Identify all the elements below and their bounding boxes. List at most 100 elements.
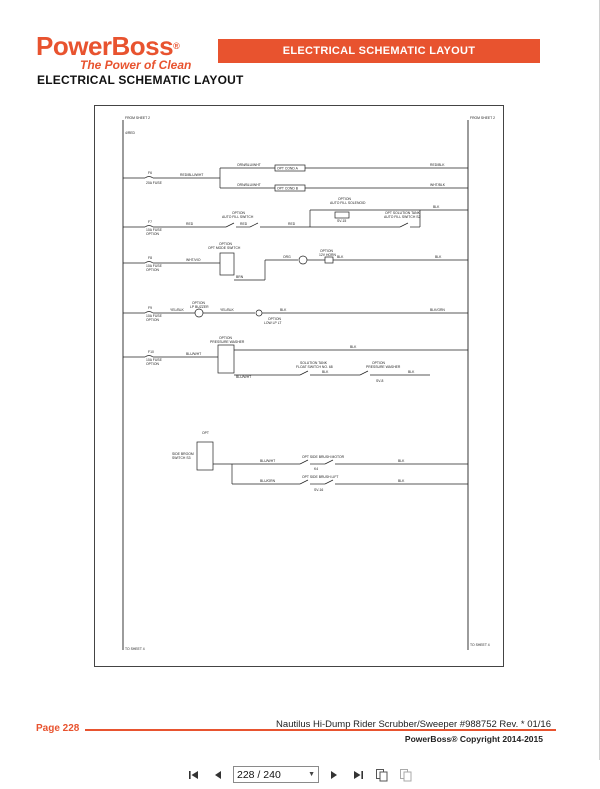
from-sheet-right: FROM SHEET 2 [470,116,495,120]
page-number-select[interactable]: 228 / 240 ▼ [233,766,319,783]
low-lp-label: LOW LP LT [264,321,281,325]
f7-label: F7 [148,220,152,224]
wire-top-label: 4/RED [125,131,136,135]
f9-label: F9 [148,306,152,310]
wire-blu-wht-3: BLU/WHT [260,459,275,463]
f10-label: F10 [148,350,154,354]
opt-side-motor-label: OPT SIDE BRUSH MOTOR [302,455,345,459]
wire-red-3: RED [288,222,296,226]
circuit-f6 [123,164,468,192]
opt-auto-label: OPTION [338,197,352,201]
sv16-label: SV-16 [314,488,323,492]
wire-blk-5: BLK [350,345,357,349]
circuit-f7 [123,209,468,228]
auto-fill-switch-label: AUTO FILL SWITCH [222,215,254,219]
f9-fuse-label: 10A FUSE [146,314,163,318]
document-page: PowerBoss® The Power of Clean ELECTRICAL… [36,0,600,760]
f8-option-label: OPTION [146,268,160,272]
single-page-icon[interactable] [373,766,391,784]
float-switch-label: FLOAT SWITCH NO. 68 [296,365,333,369]
wire-brn: BRN [236,275,244,279]
two-page-icon[interactable] [397,766,415,784]
side-broom-switch-label: SWITCH S3 [172,456,191,460]
wire-yel-blk-2: YEL/BLK [220,308,234,312]
logo-tagline: The Power of Clean [80,58,192,72]
float-tank-label: SOLUTION TANK [300,361,328,365]
wire-blk-7: BLK [408,370,415,374]
schematic-frame [94,105,504,667]
pressure-washer2-label: PRESSURE WASHER [366,365,401,369]
wire-blk-2: BLK [337,255,344,259]
f9-option-label: OPTION [146,318,160,322]
next-page-icon[interactable] [325,766,343,784]
chevron-down-icon: ▼ [308,771,315,778]
page-title: ELECTRICAL SCHEMATIC LAYOUT [37,73,244,87]
wire-blk-8: BLK [398,459,405,463]
wire-yel-blk-1: YEL/BLK [170,308,184,312]
circuit-f9 [123,308,468,318]
opt-mode-switch-label: OPT MODE SWITCH [208,246,241,250]
pdf-navigation-toolbar: 228 / 240 ▼ [0,760,600,789]
prev-page-icon[interactable] [209,766,227,784]
from-sheet-left: FROM SHEET 2 [125,116,150,120]
wire-red-2: RED [240,222,248,226]
electrical-schematic: FROM SHEET 2 FROM SHEET 2 4/RED TO SHEET… [122,116,495,651]
wire-blu-wht-1: BLU/WHT [186,352,201,356]
first-page-icon[interactable] [185,766,203,784]
wire-blk-6: BLK [322,370,329,374]
wire-blu-grn: BLU/GRN [260,479,276,483]
horn-label: 12V HORN [319,253,337,257]
opt-side-lift-label: OPT SIDE BRUSH LIFT [302,475,339,479]
circuit-side-broom [196,441,468,485]
wire-blk-1: BLK [433,205,440,209]
sv15-label: SV-15 [337,219,346,223]
wire-orn-blu-wht-2: ORN/BLU/WHT [237,183,261,187]
circuit-f8 [123,252,468,281]
wire-blu-wht-2: BLU/WHT [236,375,251,379]
opt-pw2-label: OPTION [372,361,386,365]
auto-fill-solenoid-label: AUTO FILL SOLENOID [330,201,366,205]
footer-rule [85,729,556,731]
opt-pressure-label: OPTION [219,336,233,340]
wire-org: ORG [283,255,291,259]
auto-fill-sw2-label: AUTO FILL SWITCH S2 [384,215,420,219]
wire-blk-grn: BLK/GRN [430,308,445,312]
wire-wht-blk: WHT/BLK [430,183,446,187]
k4-label: K4 [314,467,318,471]
f10-fuse-label: 10A FUSE [146,358,163,362]
wire-red-1: RED [186,222,194,226]
opt-lowlp-label: OPTION [268,317,282,321]
opt-cond-b: OPT COND B [277,187,299,191]
f6-fuse-label: 20A FUSE [146,181,163,185]
page-number: Page 228 [36,723,80,734]
opt-buzzer-label: OPTION [192,301,206,305]
opt-sb-label: OPT [202,431,209,435]
side-broom-label: SIDE BROOM [172,452,194,456]
wire-wht-vio: WHT/VIO [186,258,201,262]
f8-fuse-label: 10A FUSE [146,264,163,268]
opt-cond-a: OPT COND A [277,167,299,171]
f6-label: F6 [148,171,152,175]
f7-fuse-label: 10A FUSE [146,228,163,232]
document-title: Nautilus Hi-Dump Rider Scrubber/Sweeper … [276,719,551,730]
f8-label: F8 [148,256,152,260]
f7-option-label: OPTION [146,232,160,236]
powerboss-logo: PowerBoss® The Power of Clean [36,33,191,71]
wire-red-blu-wht: RED/BLU/WHT [180,173,203,177]
pressure-washer-label: PRESSURE WASHER [210,340,245,344]
last-page-icon[interactable] [349,766,367,784]
to-sheet-left: TO SHEET 4 [125,647,145,651]
opt-auto-sw-label: OPTION [232,211,246,215]
header-title-bar: ELECTRICAL SCHEMATIC LAYOUT [218,39,540,63]
opt-sol-tank-label: OPT SOLUTION TANK [385,211,421,215]
logo-brand: PowerBoss® [36,31,180,61]
buzzer-label: LP BUZZER [190,305,209,309]
sv8-label: SV-8 [376,379,383,383]
page-number-value: 228 / 240 [237,768,281,781]
wire-red-blk: RED/BLK [430,163,445,167]
copyright: PowerBoss® Copyright 2014-2015 [404,734,543,744]
opt-horn-label: OPTION [320,249,334,253]
wire-blk-9: BLK [398,479,405,483]
wire-orn-blu-wht-1: ORN/BLU/WHT [237,163,261,167]
to-sheet-right: TO SHEET 4 [470,643,490,647]
